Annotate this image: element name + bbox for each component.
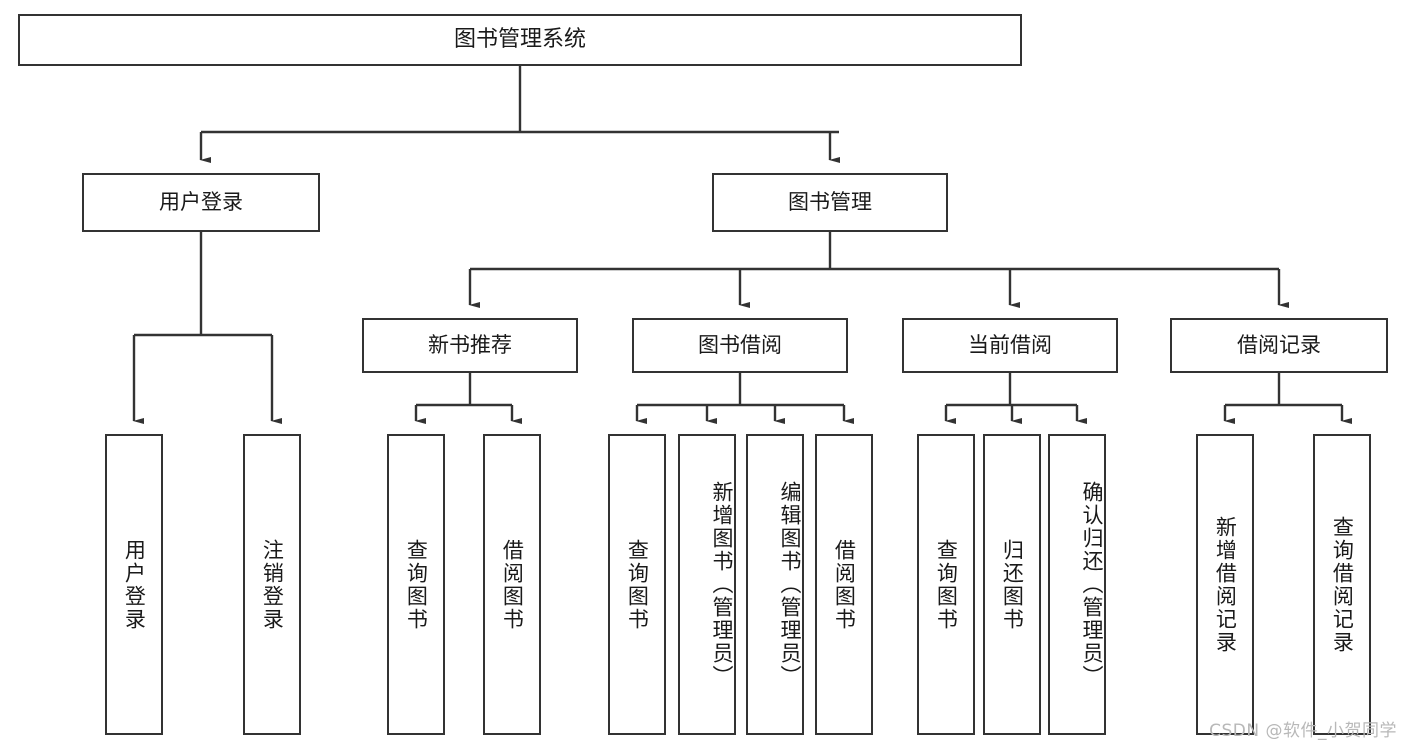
node-leaf-borrow-book-2[interactable]: 借阅图书 (815, 434, 873, 735)
node-book-borrow[interactable]: 图书借阅 (632, 318, 848, 373)
node-leaf-edit-book[interactable]: 编辑图书（管理员） (746, 434, 804, 735)
node-leaf-query-book-2[interactable]: 查询图书 (608, 434, 666, 735)
node-leaf-add-book-label: 新增图书（管理员） (710, 481, 734, 688)
node-leaf-return-book-label: 归还图书 (1000, 538, 1025, 631)
node-leaf-query-record[interactable]: 查询借阅记录 (1313, 434, 1371, 735)
csdn-watermark: CSDN @软件_小贺同学 (1209, 721, 1397, 741)
node-leaf-edit-book-label: 编辑图书（管理员） (778, 481, 802, 688)
node-leaf-borrow-book-1[interactable]: 借阅图书 (483, 434, 541, 735)
node-root[interactable]: 图书管理系统 (18, 14, 1022, 66)
node-current-borrow-label: 当前借阅 (968, 333, 1052, 358)
node-new-book-recommend-label: 新书推荐 (428, 333, 512, 358)
node-leaf-add-record-label: 新增借阅记录 (1213, 515, 1238, 654)
node-book-manage[interactable]: 图书管理 (712, 173, 948, 232)
node-leaf-query-book-2-label: 查询图书 (625, 538, 650, 631)
node-leaf-user-login-label: 用户登录 (122, 538, 147, 631)
node-leaf-add-book[interactable]: 新增图书（管理员） (678, 434, 736, 735)
node-new-book-recommend[interactable]: 新书推荐 (362, 318, 578, 373)
node-leaf-query-book-3[interactable]: 查询图书 (917, 434, 975, 735)
node-root-label: 图书管理系统 (453, 27, 586, 53)
node-leaf-return-book[interactable]: 归还图书 (983, 434, 1041, 735)
node-leaf-query-book-3-label: 查询图书 (934, 538, 959, 631)
node-leaf-query-book-1[interactable]: 查询图书 (387, 434, 445, 735)
node-leaf-user-login[interactable]: 用户登录 (105, 434, 163, 735)
node-leaf-query-record-label: 查询借阅记录 (1330, 515, 1355, 654)
node-borrow-record[interactable]: 借阅记录 (1170, 318, 1388, 373)
node-leaf-confirm-return[interactable]: 确认归还（管理员） (1048, 434, 1106, 735)
node-book-borrow-label: 图书借阅 (698, 333, 782, 358)
node-user-login[interactable]: 用户登录 (82, 173, 320, 232)
node-leaf-borrow-book-2-label: 借阅图书 (832, 538, 857, 631)
node-leaf-confirm-return-label: 确认归还（管理员） (1080, 481, 1104, 688)
node-leaf-borrow-book-1-label: 借阅图书 (500, 538, 525, 631)
node-current-borrow[interactable]: 当前借阅 (902, 318, 1118, 373)
node-book-manage-label: 图书管理 (788, 190, 872, 215)
node-user-login-label: 用户登录 (159, 190, 243, 215)
node-borrow-record-label: 借阅记录 (1237, 333, 1321, 358)
node-leaf-add-record[interactable]: 新增借阅记录 (1196, 434, 1254, 735)
node-leaf-logout-label: 注销登录 (260, 538, 285, 631)
node-leaf-logout[interactable]: 注销登录 (243, 434, 301, 735)
node-leaf-query-book-1-label: 查询图书 (404, 538, 429, 631)
